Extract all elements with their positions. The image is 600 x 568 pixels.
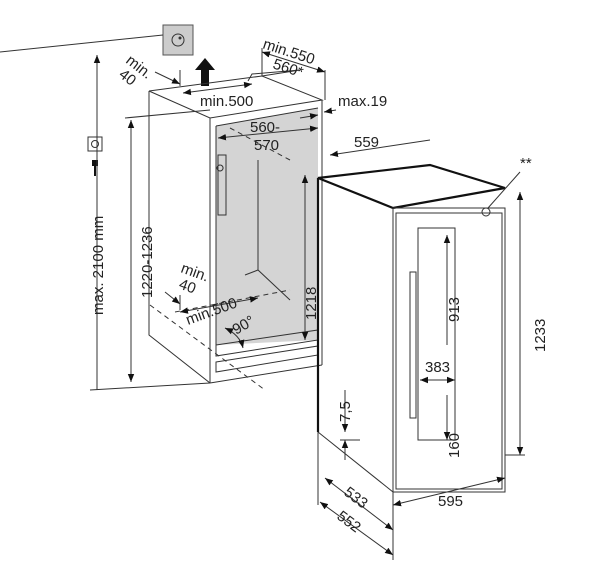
niche-width-label-a: 560- [250,119,280,136]
glass-bottom-label: 160 [446,433,463,458]
note-marker: ** [520,155,532,172]
depth-b-label: 552 [334,508,364,537]
side-gap-label: max.19 [338,93,387,110]
glass-width-label: 383 [425,359,450,376]
appliance-height-label: 1233 [532,319,549,352]
wall-socket-icon [162,24,194,56]
bottom-gap-value-label: 40 [177,276,198,298]
total-height-label: max. 2100 mm [90,216,107,315]
glass-height-label: 913 [446,297,463,322]
niche-width-label-b: 570 [254,137,279,154]
power-socket-icon [87,136,103,176]
appliance-width-label: 595 [438,493,463,510]
plinth-offset-label: 7,5 [337,401,354,422]
inner-height-label: 1218 [303,287,320,320]
vent-arrow-icon [195,58,215,86]
niche-height-label: 1220-1236 [139,226,156,298]
appliance-drawing [316,163,521,493]
appliance-width-top-label: 559 [354,134,379,151]
top-gap-value-label: 40 [116,66,140,90]
dimension-lines [0,34,525,560]
niche-drawing [148,69,324,391]
top-vent-width-label: min.500 [200,93,253,110]
